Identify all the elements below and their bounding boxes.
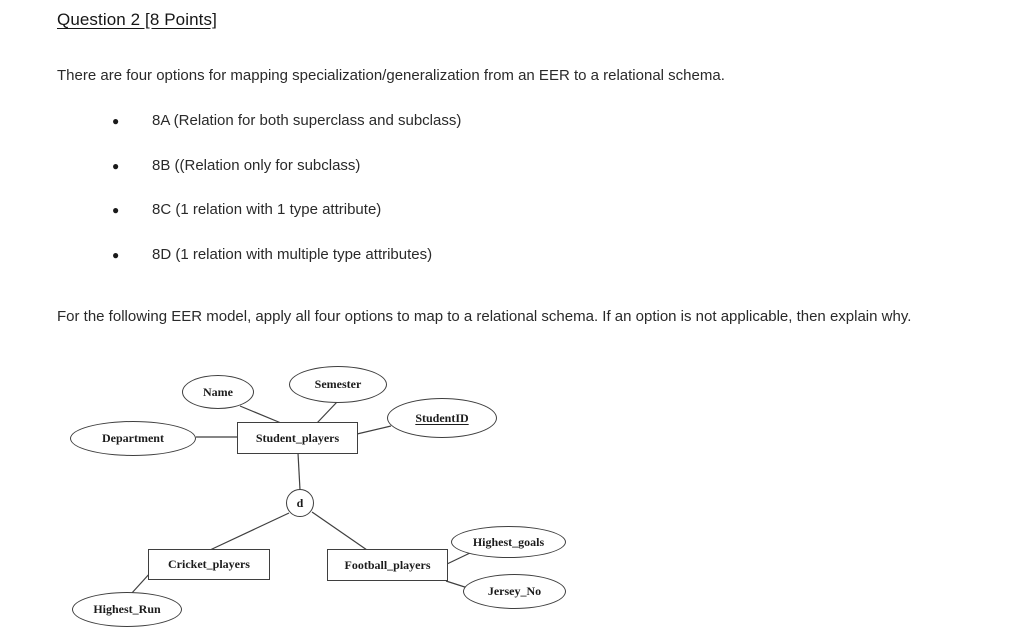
entity-label-cricket-players: Cricket_players bbox=[168, 557, 250, 571]
bullet-item-8b: ● 8B ((Relation only for subclass) bbox=[112, 156, 360, 175]
bullet-label-8b: 8B ((Relation only for subclass) bbox=[152, 157, 361, 174]
bullet-dot-icon: ● bbox=[112, 113, 120, 128]
attribute-label-highest-run: Highest_Run bbox=[93, 602, 161, 616]
intro-paragraph: There are four options for mapping speci… bbox=[57, 67, 725, 84]
specialization-circle-d: d bbox=[286, 489, 314, 517]
attribute-label-studentid-key: StudentID bbox=[415, 410, 469, 425]
attribute-label-jersey-no: Jersey_No bbox=[487, 584, 542, 598]
bullet-dot-icon: ● bbox=[112, 202, 120, 217]
attribute-label-highest-goals: Highest_goals bbox=[472, 534, 545, 549]
question-title: Question 2 [8 Points] bbox=[57, 10, 217, 29]
attribute-ellipse-name: Name bbox=[182, 375, 254, 409]
entity-cricket-players: Cricket_players bbox=[148, 549, 270, 580]
bullet-item-8d: ● 8D (1 relation with multiple type attr… bbox=[112, 245, 432, 264]
specialization-label-d: d bbox=[296, 495, 304, 510]
attribute-label-name: Name bbox=[203, 384, 233, 399]
instruction-paragraph: For the following EER model, apply all f… bbox=[57, 308, 912, 325]
entity-student-players: Student_players bbox=[237, 422, 358, 454]
bullet-label-8d: 8D (1 relation with multiple type attrib… bbox=[152, 246, 433, 263]
attribute-ellipse-jersey-no: Jersey_No bbox=[463, 574, 566, 609]
attribute-ellipse-studentid: StudentID bbox=[387, 398, 497, 438]
entity-football-players: Football_players bbox=[327, 549, 448, 581]
bullet-dot-icon: ● bbox=[112, 158, 120, 173]
entity-label-football-players: Football_players bbox=[344, 557, 431, 572]
bullet-item-8a: ● 8A (Relation for both superclass and s… bbox=[112, 111, 461, 130]
attribute-ellipse-semester: Semester bbox=[289, 366, 387, 403]
bullet-dot-icon: ● bbox=[112, 247, 120, 262]
bullet-item-8c: ● 8C (1 relation with 1 type attribute) bbox=[112, 200, 381, 219]
attribute-label-department: Department bbox=[102, 431, 164, 445]
bullet-label-8c: 8C (1 relation with 1 type attribute) bbox=[152, 201, 382, 218]
bullet-label-8a: 8A (Relation for both superclass and sub… bbox=[152, 112, 462, 129]
attribute-label-semester: Semester bbox=[314, 377, 362, 391]
attribute-ellipse-highest-run: Highest_Run bbox=[72, 592, 182, 627]
attribute-ellipse-department: Department bbox=[70, 421, 196, 456]
attribute-ellipse-highest-goals: Highest_goals bbox=[451, 526, 566, 558]
entity-label-student-players: Student_players bbox=[255, 430, 340, 445]
